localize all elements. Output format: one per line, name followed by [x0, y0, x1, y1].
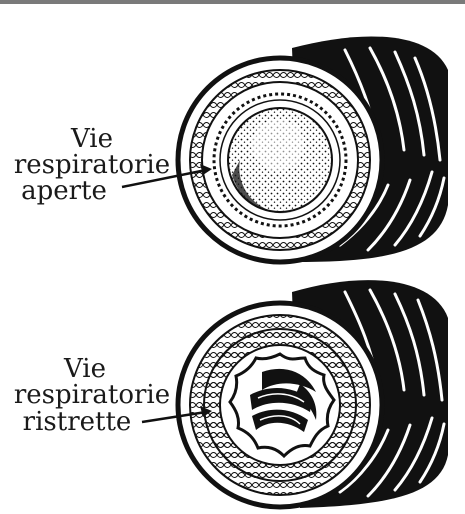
- narrowed-airway-label-line3: ristrette: [2, 407, 152, 437]
- narrowed-airway-illustration: [142, 280, 448, 508]
- narrowed-airway-label-line2: respiratorie: [2, 380, 182, 410]
- top-rule: [0, 0, 465, 4]
- open-airway-label-line3: aperte: [4, 176, 124, 206]
